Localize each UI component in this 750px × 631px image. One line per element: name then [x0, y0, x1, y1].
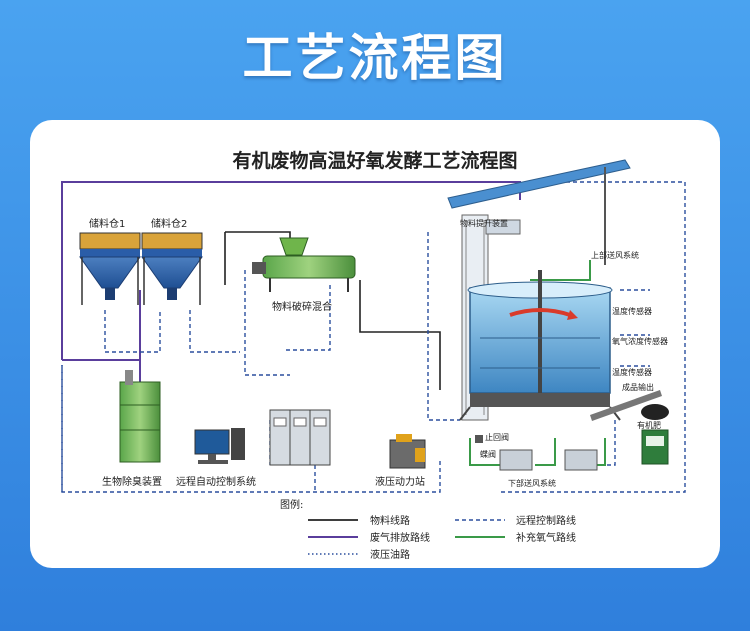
legend-item-material: 物料线路: [308, 514, 410, 527]
legend-title: 图例:: [280, 498, 303, 511]
diagram-title: 有机废物高温好氧发酵工艺流程图: [232, 149, 517, 172]
svg-text:远程控制路线: 远程控制路线: [516, 514, 576, 527]
storage-silo-2: [141, 232, 203, 305]
lift-label: 物料提升装置: [460, 218, 508, 228]
remote-control-computer: [194, 428, 245, 464]
hydraulic-station: [389, 434, 426, 469]
bio-deodorizer: [119, 370, 161, 463]
exhaust-lines: [61, 181, 521, 382]
temp-sensor-2-label: 温度传感器: [612, 367, 652, 377]
legend: 图例: 物料线路 远程控制路线 废气排放路线 补充氧气路线 液压油路: [280, 498, 576, 561]
control-lines: [61, 181, 686, 493]
product-output: [590, 390, 669, 465]
crusher-label: 物料破碎混合: [272, 300, 332, 313]
legend-item-hydraulic: 液压油路: [308, 548, 410, 561]
svg-text:补充氧气路线: 补充氧气路线: [516, 531, 576, 544]
hydraulic-station-label: 液压动力站: [375, 475, 425, 488]
svg-text:物料线路: 物料线路: [370, 514, 410, 527]
upper-air-label: 上部送风系统: [591, 250, 639, 260]
storage-silo-2-label: 储料仓2: [151, 217, 187, 230]
diagram-card: 有机废物高温好氧发酵工艺流程图: [30, 120, 720, 568]
svg-text:废气排放路线: 废气排放路线: [370, 531, 430, 544]
legend-item-exhaust: 废气排放路线: [308, 531, 430, 544]
legend-item-oxygen: 补充氧气路线: [455, 531, 576, 544]
fermentation-tank: [459, 270, 621, 421]
legend-item-remote-control: 远程控制路线: [455, 514, 576, 527]
svg-text:液压油路: 液压油路: [370, 548, 410, 561]
process-diagram: 有机废物高温好氧发酵工艺流程图: [61, 149, 686, 561]
remote-control-label: 远程自动控制系统: [176, 475, 256, 488]
butterfly-valve-label: 蝶阀: [480, 449, 496, 459]
fertilizer-label: 有机肥: [637, 420, 661, 430]
oxygen-sensor-label: 氧气浓度传感器: [612, 336, 668, 346]
storage-silo-1: [79, 232, 141, 305]
crusher-mixer: [252, 237, 356, 292]
check-valve-label: 止回阀: [485, 432, 509, 442]
storage-silo-1-label: 储料仓1: [89, 217, 125, 230]
temp-sensor-1-label: 温度传感器: [612, 306, 652, 316]
deodorizer-label: 生物除臭装置: [102, 475, 162, 488]
lower-air-label: 下部送风系统: [508, 478, 556, 488]
lower-blowers: [475, 435, 598, 471]
page-title: 工艺流程图: [242, 29, 508, 87]
product-out-label: 成品输出: [622, 382, 654, 392]
control-cabinet: [269, 409, 331, 466]
